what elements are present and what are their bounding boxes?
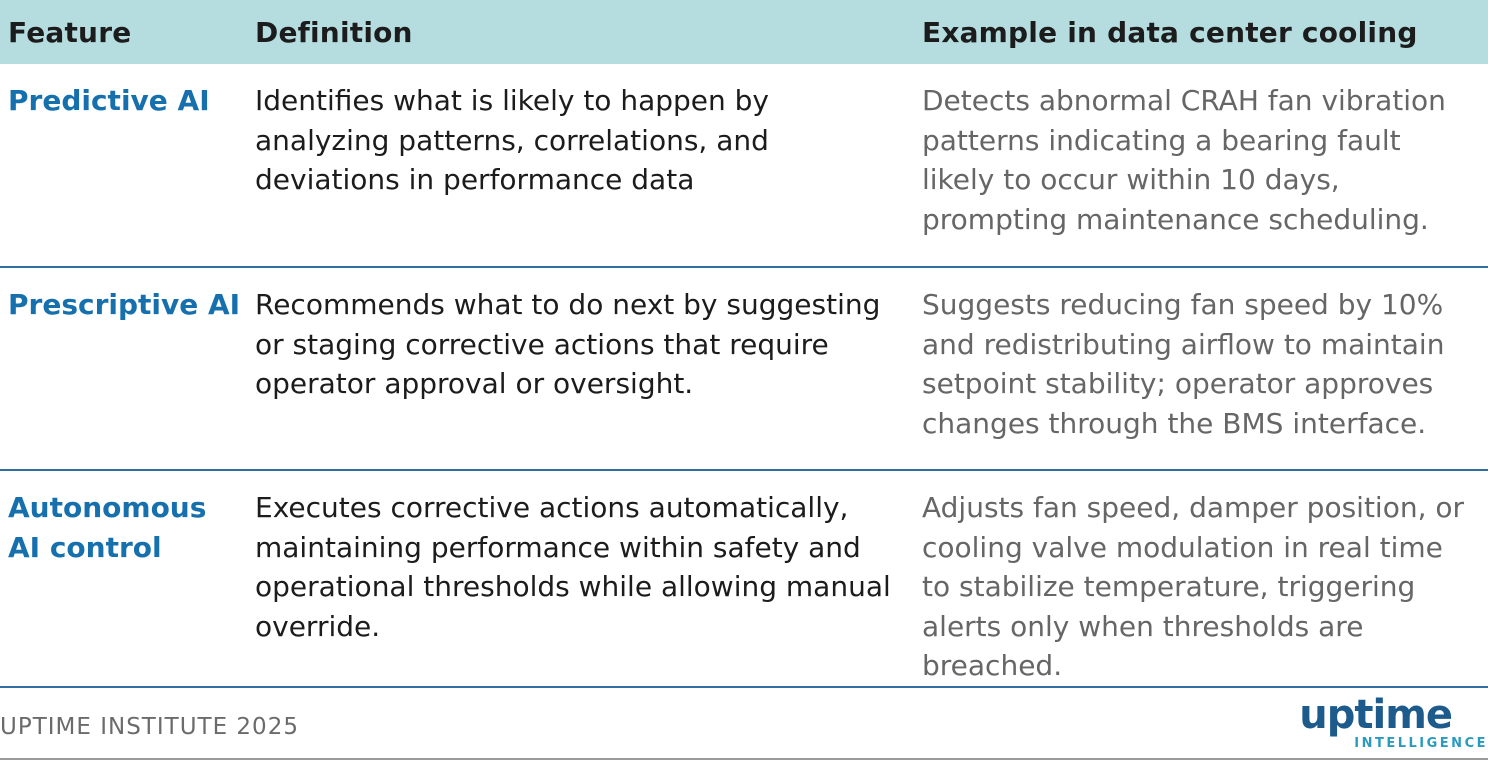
uptime-intelligence-logo: uptime INTELLIGENCE (1298, 694, 1488, 754)
column-header-definition: Definition (255, 15, 413, 49)
definition-cell: Recommends what to do next by suggesting… (255, 288, 881, 400)
definition-cell: Identifies what is likely to happen by a… (255, 84, 769, 196)
feature-name-line-2: AI control (8, 530, 162, 564)
feature-cell: Autonomous AI control (0, 470, 255, 687)
example-cell: Detects abnormal CRAH fan vibration patt… (922, 84, 1446, 236)
table-row: Prescriptive AI Recommends what to do ne… (0, 267, 1488, 470)
ai-features-table: Feature Definition Example in data cente… (0, 0, 1488, 687)
table-header: Feature Definition Example in data cente… (0, 0, 1488, 64)
feature-cell: Predictive AI (0, 64, 255, 267)
column-header-feature: Feature (8, 15, 132, 49)
definition-cell: Executes corrective actions automaticall… (255, 491, 891, 643)
table-header-row: Feature Definition Example in data cente… (0, 0, 1488, 64)
feature-name-line-1: Autonomous (8, 491, 207, 524)
example-cell: Suggests reducing fan speed by 10% and r… (922, 288, 1445, 440)
example-cell: Adjusts fan speed, damper position, or c… (922, 491, 1465, 682)
table-body: Predictive AI Identifies what is likely … (0, 64, 1488, 687)
feature-cell: Prescriptive AI (0, 267, 255, 470)
source-credit: UPTIME INSTITUTE 2025 (0, 714, 299, 740)
column-header-example: Example in data center cooling (922, 15, 1418, 49)
logo-wordmark: uptime (1299, 692, 1453, 738)
feature-name: Predictive AI (8, 84, 210, 117)
table-row: Predictive AI Identifies what is likely … (0, 64, 1488, 267)
bottom-divider (0, 758, 1488, 760)
table-row: Autonomous AI control Executes correctiv… (0, 470, 1488, 687)
feature-name: Prescriptive AI (8, 288, 241, 321)
logo-subtitle: INTELLIGENCE (1354, 736, 1488, 751)
